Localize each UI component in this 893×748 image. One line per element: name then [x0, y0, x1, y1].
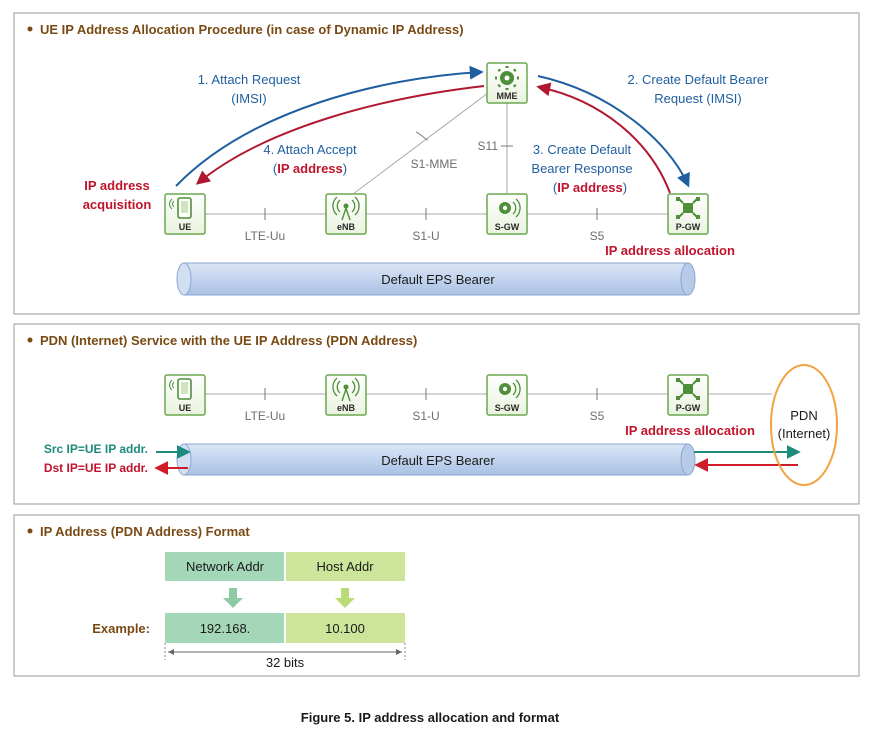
dst-ip-label: Dst IP=UE IP addr.	[44, 461, 148, 475]
step4-paren-close: )	[343, 161, 347, 176]
ip-acquisition-line2: acquisition	[83, 197, 152, 212]
host-value: 10.100	[325, 621, 365, 636]
node-pgw-2: P-GW	[667, 374, 709, 416]
node-mme: MME	[486, 62, 528, 104]
step4-label-line1: 4. Attach Accept	[263, 142, 357, 157]
network-hub-icon	[676, 378, 700, 400]
node-pgw-label-2: P-GW	[676, 403, 701, 413]
gear-signal-icon	[499, 379, 521, 399]
node-ue-1: UE	[164, 193, 206, 235]
figure-caption: Figure 5. IP address allocation and form…	[301, 710, 560, 725]
step1-label-line2: (IMSI)	[231, 91, 266, 106]
mobile-phone-icon	[169, 378, 192, 400]
tick-s1-mme	[415, 131, 429, 141]
network-hub-icon	[676, 197, 700, 219]
step3-label-line3: (IP address)	[553, 180, 627, 195]
mobile-phone-icon	[169, 197, 192, 219]
interface-lte-uu: LTE-Uu	[245, 229, 285, 243]
section-2-title: PDN (Internet) Service with the UE IP Ad…	[40, 333, 417, 348]
step4-ip: IP address	[277, 161, 343, 176]
arrow-attach-request	[175, 65, 484, 187]
arrow-create-bearer-request	[537, 75, 690, 188]
network-value: 192.168.	[200, 621, 251, 636]
step3-label-line1: 3. Create Default	[533, 142, 632, 157]
ip-acquisition-line1: IP address	[84, 178, 150, 193]
host-addr-label: Host Addr	[316, 559, 374, 574]
network-addr-header	[165, 552, 285, 581]
arrow-create-bearer-response	[536, 82, 671, 194]
node-ue-label: UE	[179, 222, 192, 232]
default-eps-bearer-2: Default EPS Bearer	[176, 443, 696, 476]
node-sgw-label-2: S-GW	[495, 403, 520, 413]
interface-s5: S5	[590, 229, 605, 243]
node-enb-label: eNB	[337, 222, 356, 232]
step3-paren-close: )	[623, 180, 627, 195]
node-enb-1: eNB	[325, 193, 367, 235]
step4-paren-open: (	[273, 161, 278, 176]
antenna-tower-icon	[332, 196, 360, 221]
interface-s1-u: S1-U	[412, 229, 439, 243]
section-3-title: IP Address (PDN Address) Format	[40, 524, 250, 539]
gear-signal-icon	[499, 198, 521, 218]
step2-label-line1: 2. Create Default Bearer	[628, 72, 770, 87]
s1-mme-line	[344, 89, 493, 201]
step4-label-line2: (IP address)	[273, 161, 347, 176]
antenna-tower-icon	[332, 377, 360, 402]
interface-s11: S11	[478, 139, 499, 153]
node-pgw-label: P-GW	[676, 222, 701, 232]
ip-allocation-label: IP address allocation	[605, 243, 735, 258]
network-value-box	[165, 613, 285, 643]
pdn-label-line1: PDN	[790, 408, 817, 423]
bearer-1-end	[680, 262, 696, 296]
default-eps-bearer-1: Default EPS Bearer	[176, 262, 696, 296]
node-pgw-1: P-GW	[667, 193, 709, 235]
ip-allocation-label-2: IP address allocation	[625, 423, 755, 438]
step2-label-line2: Request (IMSI)	[654, 91, 741, 106]
bullet-1	[27, 26, 33, 32]
node-ue-2: UE	[164, 374, 206, 416]
host-value-box	[285, 613, 405, 643]
interface-s1-u-2: S1-U	[412, 409, 439, 423]
step3-label-line2: Bearer Response	[531, 161, 632, 176]
host-addr-header	[285, 552, 405, 581]
interface-s1-mme: S1-MME	[411, 157, 458, 171]
section-1-title: UE IP Address Allocation Procedure (in c…	[40, 22, 464, 37]
node-sgw-2: S-GW	[486, 374, 528, 416]
gear-icon	[495, 66, 519, 90]
step1-label-line1: 1. Attach Request	[198, 72, 301, 87]
example-label: Example:	[92, 621, 150, 636]
bearer-1-start	[176, 262, 192, 296]
bearer-2-label: Default EPS Bearer	[381, 453, 495, 468]
pdn-label-line2: (Internet)	[778, 426, 831, 441]
node-sgw-1: S-GW	[486, 193, 528, 235]
network-addr-label: Network Addr	[186, 559, 265, 574]
arrow-attach-accept	[195, 85, 485, 185]
interface-lte-uu-2: LTE-Uu	[245, 409, 285, 423]
bearer-2-end	[680, 443, 696, 476]
section-3-frame	[13, 514, 860, 677]
bits-label: 32 bits	[266, 655, 305, 670]
interface-s5-2: S5	[590, 409, 605, 423]
bullet-3	[27, 528, 33, 534]
down-arrow-icon	[223, 588, 243, 608]
step3-ip: IP address	[557, 180, 623, 195]
node-ue-label-2: UE	[179, 403, 192, 413]
node-enb-2: eNB	[325, 374, 367, 416]
bearer-1-label: Default EPS Bearer	[381, 272, 495, 287]
down-arrow-icon	[335, 588, 355, 608]
step3-paren-open: (	[553, 180, 558, 195]
bullet-2	[27, 337, 33, 343]
node-sgw-label: S-GW	[495, 222, 520, 232]
node-mme-label: MME	[497, 91, 518, 101]
src-ip-label: Src IP=UE IP addr.	[44, 442, 148, 456]
node-enb-label-2: eNB	[337, 403, 356, 413]
pdn-internet-cloud	[770, 364, 838, 486]
bearer-2-start	[176, 443, 192, 476]
